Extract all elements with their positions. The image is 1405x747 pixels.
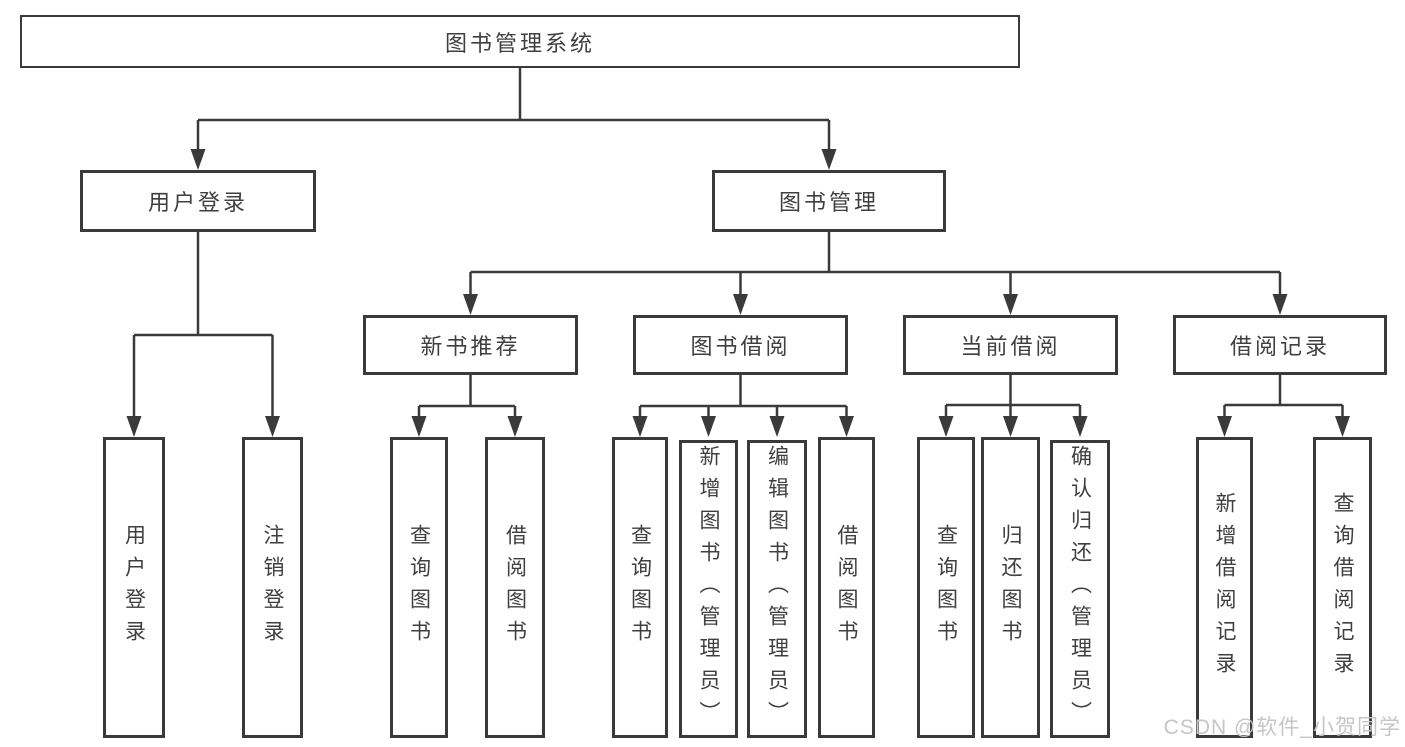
node-library-management-system: 图书管理系统	[20, 15, 1020, 68]
leaf-query-books-2: 查询图书	[612, 437, 668, 738]
leaf-label: 编辑图书（管理员）	[765, 445, 789, 733]
leaf-label: 查询图书	[628, 523, 652, 652]
node-user-login: 用户登录	[80, 170, 316, 232]
leaf-return-books: 归还图书	[981, 437, 1040, 738]
leaf-label: 借阅图书	[835, 523, 858, 652]
leaf-edit-books-admin: 编辑图书（管理员）	[747, 440, 807, 738]
leaf-label: 归还图书	[999, 523, 1022, 652]
node-label: 当前借阅	[960, 334, 1061, 359]
node-label: 借阅记录	[1229, 334, 1330, 359]
leaf-confirm-return-admin: 确认归还（管理员）	[1050, 440, 1110, 738]
leaf-label: 确认归还（管理员）	[1068, 445, 1092, 733]
leaf-user-login: 用户登录	[103, 437, 165, 738]
leaf-label: 新增借阅记录	[1213, 491, 1236, 684]
leaf-label: 查询图书	[407, 523, 431, 652]
node-book-borrowing: 图书借阅	[633, 315, 848, 375]
leaf-add-books-admin: 新增图书（管理员）	[679, 440, 738, 738]
leaf-borrow-books-1: 借阅图书	[485, 437, 545, 738]
node-label: 新书推荐	[420, 334, 521, 359]
leaf-label: 新增图书（管理员）	[697, 445, 720, 733]
leaf-label: 查询图书	[934, 523, 958, 652]
watermark: CSDN @软件_小贺同学	[1163, 716, 1401, 739]
leaf-logout: 注销登录	[242, 437, 303, 738]
leaf-label: 注销登录	[261, 523, 284, 652]
node-label: 图书管理	[778, 190, 879, 215]
node-label: 图书管理系统	[444, 30, 595, 56]
leaf-query-borrow-record: 查询借阅记录	[1313, 437, 1372, 738]
leaf-query-books-1: 查询图书	[390, 437, 448, 738]
node-borrowing-records: 借阅记录	[1173, 315, 1387, 375]
node-book-management: 图书管理	[712, 170, 946, 232]
leaf-borrow-books-2: 借阅图书	[818, 437, 875, 738]
leaf-label: 查询借阅记录	[1331, 491, 1354, 684]
node-label: 图书借阅	[690, 334, 791, 359]
leaf-query-books-3: 查询图书	[917, 437, 975, 738]
node-new-book-recommendation: 新书推荐	[363, 315, 578, 375]
node-label: 用户登录	[147, 190, 248, 215]
node-current-borrowing: 当前借阅	[903, 315, 1118, 375]
leaf-add-borrow-record: 新增借阅记录	[1196, 437, 1253, 738]
leaf-label: 借阅图书	[503, 523, 527, 652]
leaf-label: 用户登录	[122, 523, 146, 652]
